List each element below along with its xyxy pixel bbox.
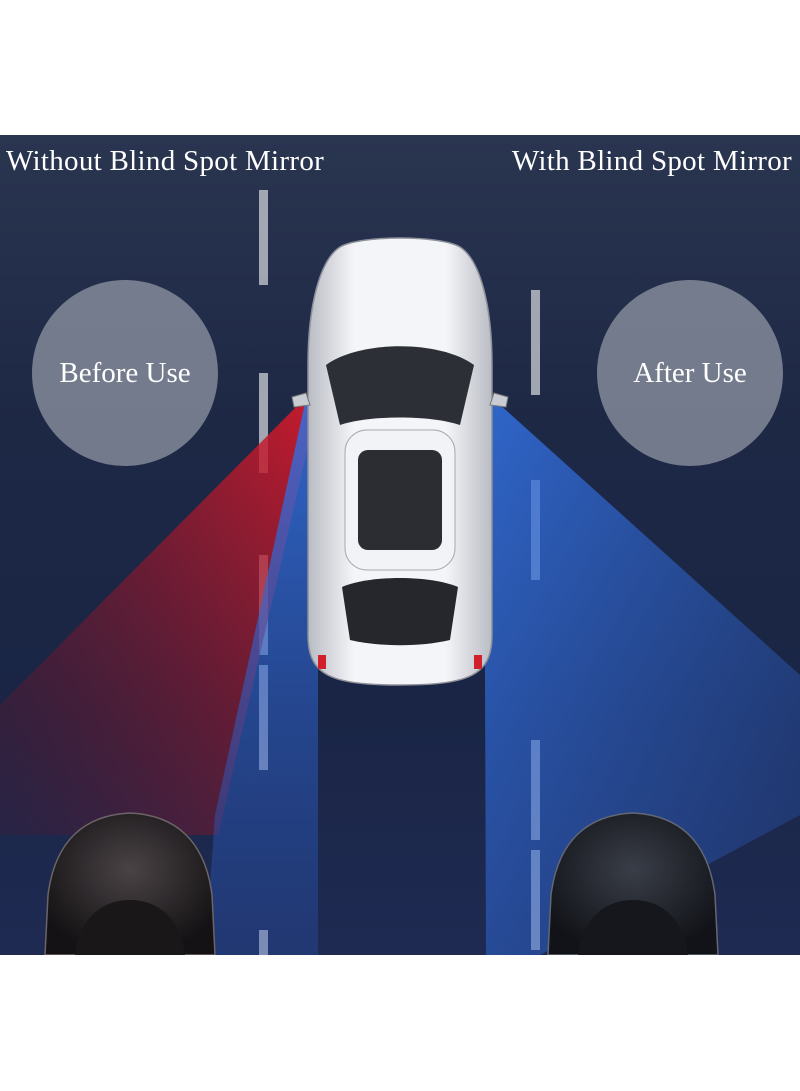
blue-view-zone-left (205, 403, 318, 955)
rear-car-left-icon (44, 812, 216, 955)
before-use-label: Before Use (59, 356, 191, 389)
road-scene (0, 190, 800, 955)
with-mirror-heading: With Blind Spot Mirror (511, 145, 792, 177)
before-use-bubble: Before Use (32, 280, 218, 466)
without-mirror-heading: Without Blind Spot Mirror (6, 145, 325, 177)
rear-car-right-icon (547, 812, 719, 955)
blue-view-zone-right (484, 403, 800, 955)
after-use-bubble: After Use (597, 280, 783, 466)
after-use-label: After Use (633, 356, 747, 389)
main-car-icon (291, 237, 509, 686)
blind-spot-comparison-illustration: Without Blind Spot Mirror With Blind Spo… (0, 135, 800, 955)
